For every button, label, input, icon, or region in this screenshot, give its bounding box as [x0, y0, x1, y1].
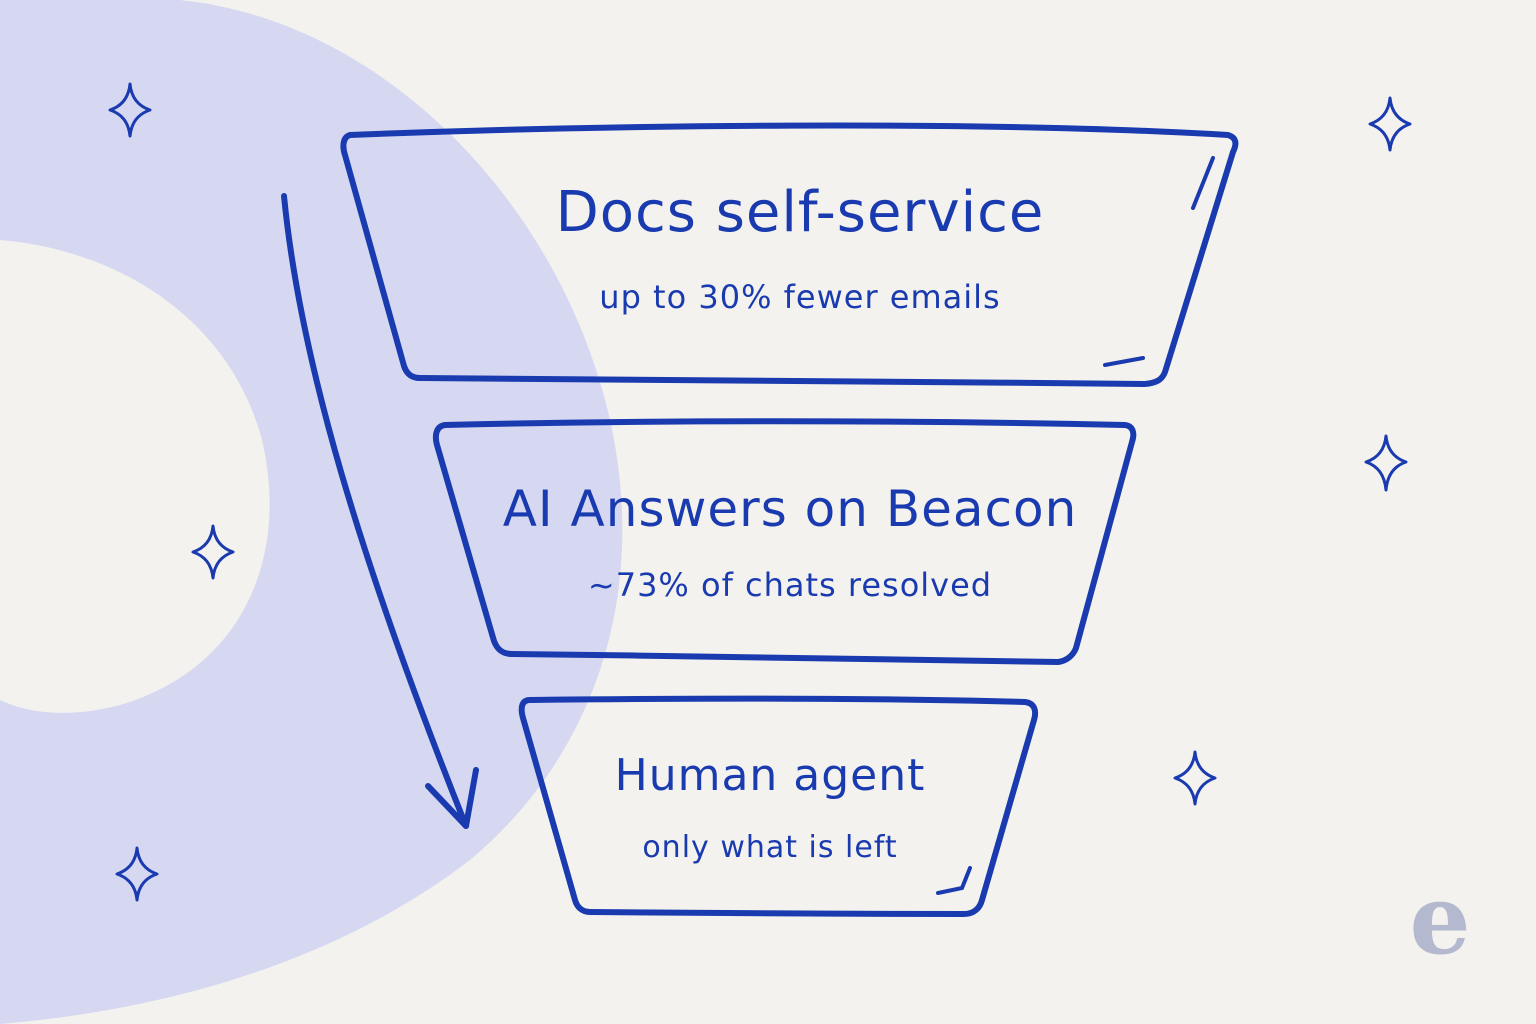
stage-3-subtitle: only what is left — [642, 830, 898, 865]
sparkle-icon — [1368, 96, 1412, 152]
stage-1-subtitle: up to 30% fewer emails — [599, 278, 1001, 316]
funnel-stage-1-shape — [340, 122, 1239, 387]
funnel-stage-3-shape — [518, 695, 1039, 917]
funnel-stage-3-highlight — [936, 866, 972, 895]
background-blob — [0, 0, 623, 1024]
stage-2-subtitle: ~73% of chats resolved — [587, 566, 993, 604]
down-arrow-icon — [281, 193, 479, 829]
sparkle-icon — [1173, 750, 1217, 806]
brand-logo: e — [1409, 863, 1471, 976]
sparkle-icon — [191, 524, 235, 580]
stage-2-title: AI Answers on Beacon — [502, 480, 1078, 538]
funnel-stage-2-shape — [432, 418, 1137, 665]
stage-1-title: Docs self-service — [555, 180, 1045, 245]
funnel-stage-1-highlight — [1103, 156, 1215, 367]
stage-3-title: Human agent — [614, 750, 926, 801]
sparkle-icon — [115, 846, 159, 902]
sparkle-icon — [108, 82, 152, 138]
sparkle-icon — [1364, 434, 1408, 492]
